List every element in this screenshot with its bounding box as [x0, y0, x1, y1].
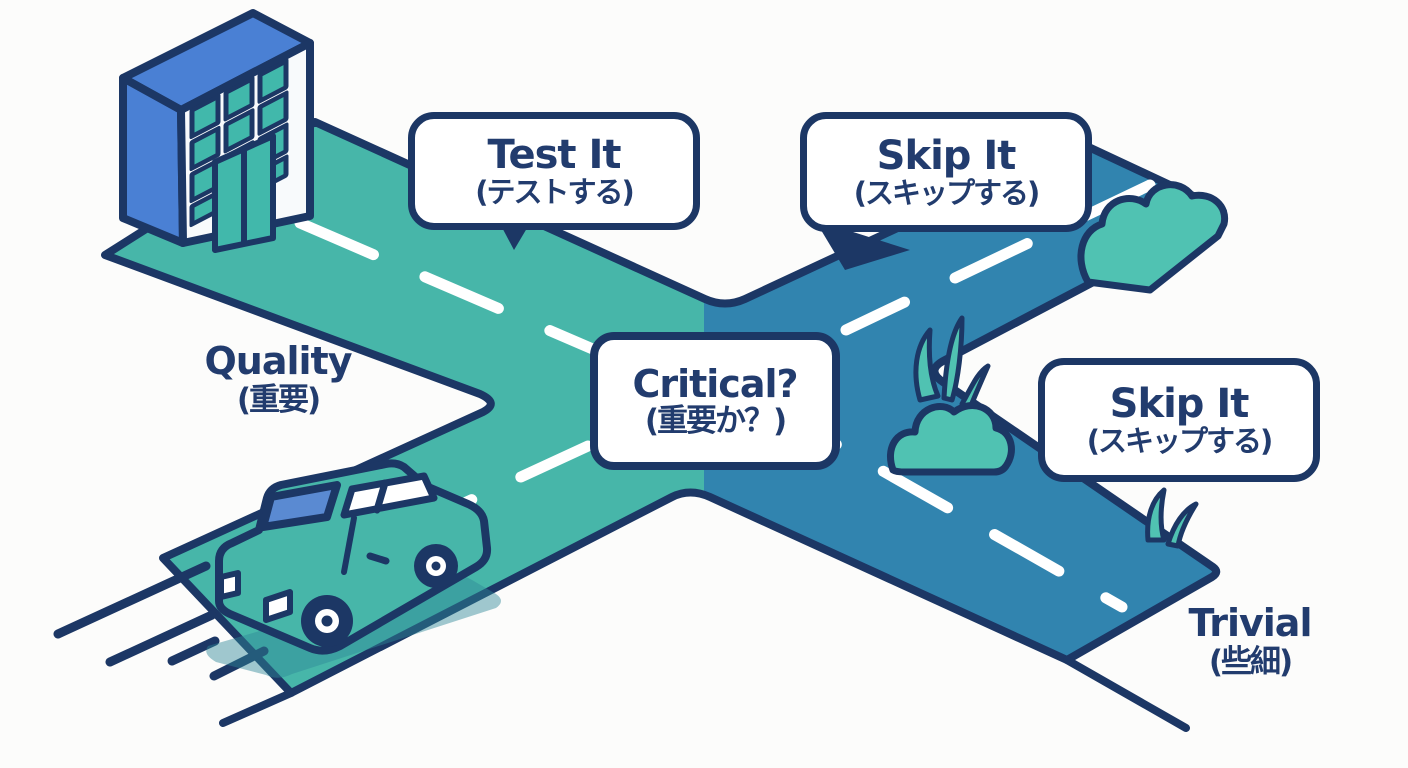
grass-icon	[1145, 487, 1199, 549]
grass-blade	[913, 327, 941, 403]
label-critical-question: Critical? (重要か？)	[590, 332, 840, 470]
label-skip-it-right: Skip It (スキップする)	[1038, 358, 1320, 482]
label-test-it-ja: (テストする)	[475, 174, 635, 209]
building-left-face	[119, 74, 187, 247]
label-trivial-road: Trivial (些細)	[1133, 602, 1367, 679]
building-window	[223, 76, 255, 122]
label-test-it: Test It (テストする)	[408, 112, 700, 230]
car-rear-wheel	[414, 544, 458, 588]
speed-lines	[53, 561, 269, 681]
bush-cloud	[887, 401, 1015, 476]
road-edge-extension-right	[1063, 656, 1190, 732]
building-window	[223, 108, 255, 154]
grass-blade	[1145, 487, 1167, 543]
building-window	[257, 90, 289, 136]
car-front-wheel	[301, 595, 353, 647]
lane-dashes-top-right	[840, 179, 1156, 336]
label-trivial-ja: (些細)	[1208, 643, 1293, 680]
car-side-windows	[340, 472, 438, 519]
bush-icon	[1077, 181, 1229, 294]
speech-tail-skip-it	[815, 220, 910, 270]
road-edge-extension-left	[219, 689, 295, 727]
label-skip-it-top-en: Skip It	[876, 132, 1017, 179]
car-window-pillar	[373, 479, 389, 514]
label-trivial-en: Trivial	[1188, 601, 1313, 645]
label-skip-it-top-ja: (スキップする)	[853, 175, 1041, 210]
car-icon	[206, 459, 501, 678]
building-window	[257, 58, 289, 104]
building-window	[189, 125, 221, 172]
car-windshield	[259, 481, 341, 531]
car-door-handle	[366, 552, 390, 565]
label-quality-ja: (重要)	[236, 381, 321, 418]
label-skip-it-right-ja: (スキップする)	[1086, 423, 1274, 458]
label-critical-ja: (重要か？)	[644, 402, 787, 439]
grass-blade	[941, 315, 965, 403]
label-critical-en: Critical?	[632, 361, 798, 406]
car-headlight-right	[263, 589, 293, 623]
building-window	[189, 93, 221, 140]
building-icon	[119, 9, 314, 253]
label-skip-it-right-en: Skip It	[1109, 380, 1250, 427]
label-skip-it-top: Skip It (スキップする)	[800, 112, 1092, 232]
label-quality-road: Quality (重要)	[166, 340, 390, 417]
car-headlight-left	[218, 570, 241, 600]
bush-icon	[887, 315, 1015, 476]
grass-blade	[959, 363, 991, 411]
grass-blade	[1165, 501, 1199, 549]
label-test-it-en: Test It	[487, 131, 622, 178]
car-door-seam	[341, 515, 357, 575]
label-quality-en: Quality	[204, 339, 353, 383]
